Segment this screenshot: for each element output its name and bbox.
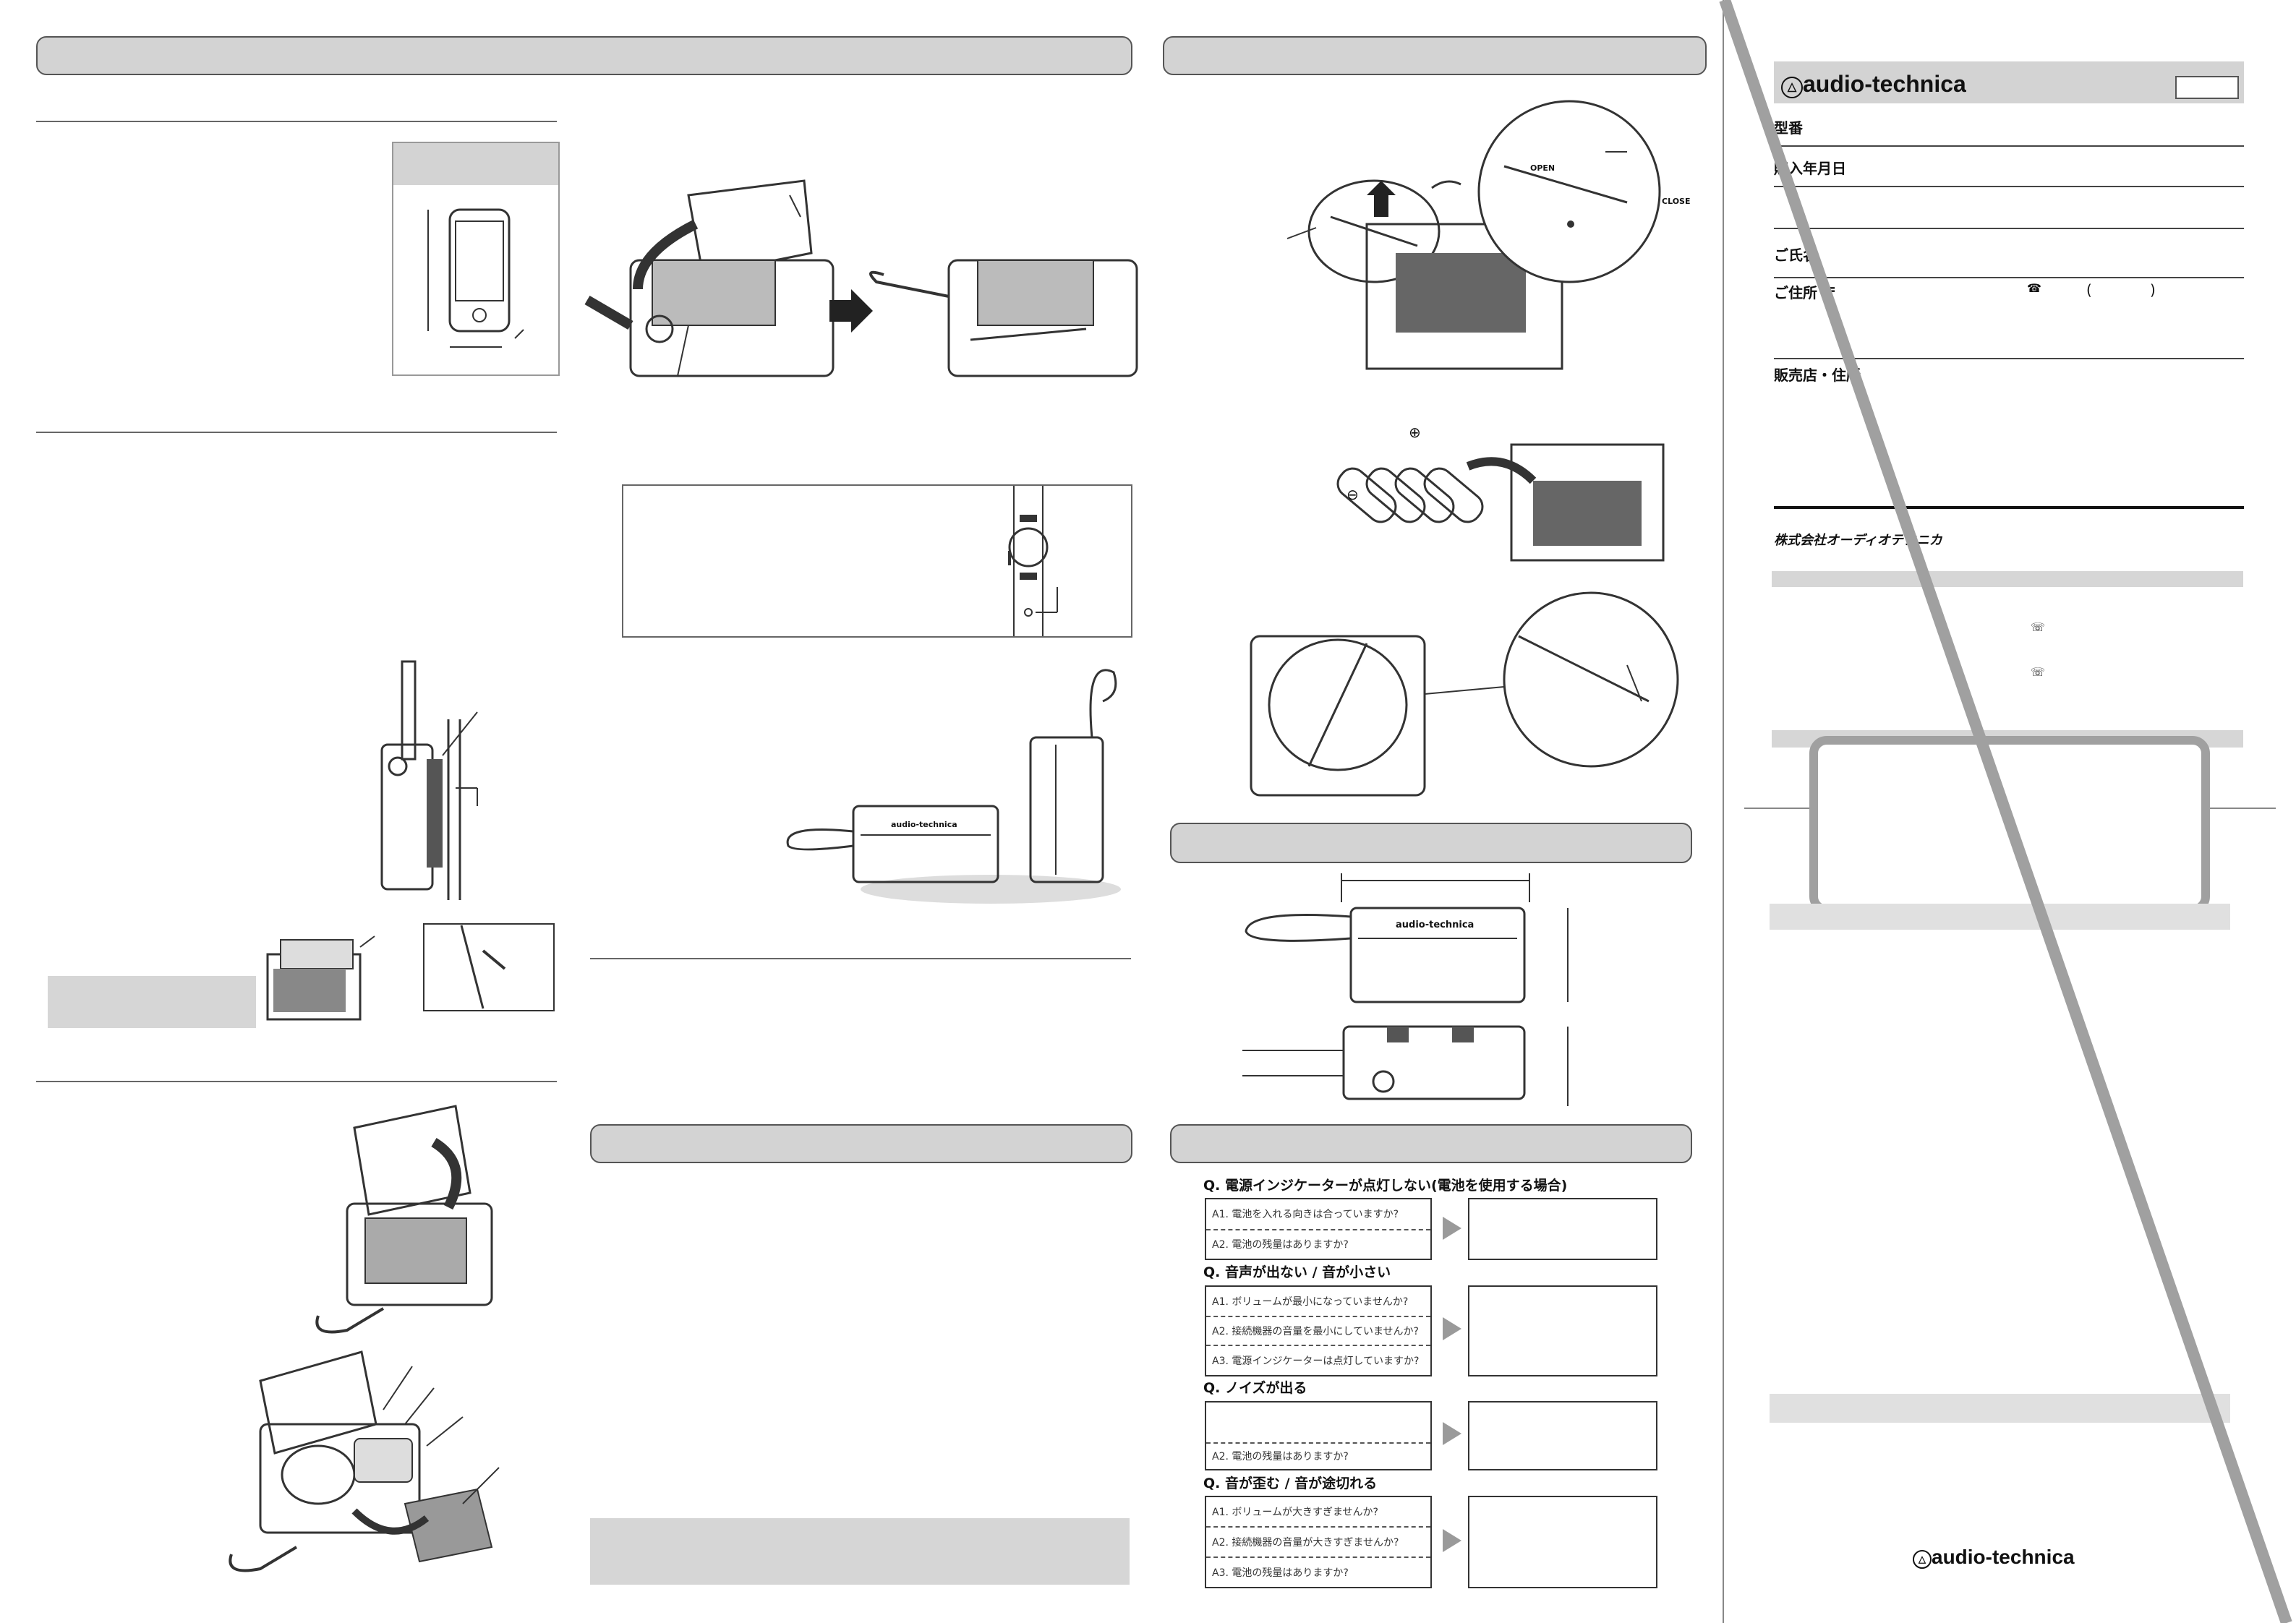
fax-icon-1: ☏ — [2031, 620, 2046, 634]
smartphone-size-diagram — [392, 142, 560, 376]
open-label: OPEN — [1530, 163, 1555, 173]
dashed-divider — [1206, 1316, 1430, 1317]
phone-paren-close: ) — [2150, 281, 2156, 299]
section-header-bar-3 — [590, 1124, 1132, 1163]
fax-icon-2: ☏ — [2031, 665, 2046, 679]
qa-question-4: Q. 音が歪む / 音が途切れる — [1203, 1476, 1378, 1491]
form-row-model: 型番 — [1774, 103, 2244, 147]
qa-answer-box-4: A1. ボリュームが大きすぎませんか? A2. 接続機器の音量が大きすぎませんか… — [1205, 1496, 1432, 1588]
phone-icon: ☎ — [2027, 281, 2041, 295]
lid-open-illustration — [315, 1105, 493, 1334]
arrow-icon — [1443, 1422, 1461, 1445]
diagram-header-shade — [393, 143, 558, 185]
arrow-icon — [1443, 1217, 1461, 1240]
rounded-notice-box — [1809, 736, 2210, 914]
audio-technica-logo: △audio-technica — [1781, 71, 1966, 98]
box-insert-illustration — [266, 923, 555, 1021]
qa-answer-box-1: A1. 電池を入れる向きは合っていますか? A2. 電池の残量はありますか? — [1205, 1198, 1432, 1260]
arrow-icon — [1443, 1317, 1461, 1340]
section-shade-1 — [1770, 904, 2230, 930]
form-row-purchase-date: 購入年月日 — [1774, 145, 2244, 187]
dashed-divider — [1206, 1556, 1430, 1558]
divider — [36, 121, 557, 122]
contact-header-shade — [1772, 571, 2243, 587]
dashed-divider — [1206, 1345, 1430, 1346]
dashed-divider — [1206, 1526, 1430, 1528]
battery-cover-open-illustration — [1286, 100, 1661, 370]
footer-logo: △audio-technica — [1913, 1546, 2075, 1569]
qa-answer: A1. ボリュームが最小になっていませんか? — [1212, 1296, 1409, 1308]
device-insert-illustration — [584, 179, 1138, 377]
divider — [36, 432, 557, 433]
logo-mark-icon: △ — [1781, 77, 1803, 98]
dealer-label: 販売店・住所 — [1774, 367, 1861, 384]
form-row-name: ご氏名 — [1774, 228, 2244, 278]
volume-indicator-box — [622, 484, 1132, 638]
section-header-bar-5 — [1170, 1124, 1692, 1163]
phone-paren-open: ( — [2086, 281, 2092, 299]
speaker-pair-illustration — [786, 669, 1121, 904]
dashed-divider — [1206, 1229, 1430, 1230]
close-label: CLOSE — [1662, 197, 1691, 206]
serial-box[interactable] — [2175, 76, 2239, 99]
purchase-date-label: 購入年月日 — [1774, 160, 1846, 177]
qa-answer: A1. ボリュームが大きすぎませんか? — [1212, 1507, 1378, 1518]
model-label: 型番 — [1774, 119, 1803, 137]
form-row-blank — [1774, 186, 2244, 229]
fold-line — [1723, 0, 1724, 1623]
section-shade-2 — [1770, 1394, 2230, 1423]
section-header-bar-1 — [36, 36, 1132, 75]
qa-answer-box-2: A1. ボリュームが最小になっていませんか? A2. 接続機器の音量を最小にして… — [1205, 1285, 1432, 1376]
qa-answer: A2. 電池の残量はありますか? — [1212, 1451, 1349, 1463]
battery-cover-closed-illustration — [1250, 591, 1679, 797]
company-name: 株式会社オーディオテクニカ — [1774, 533, 1942, 548]
polarity-minus: ⊖ — [1347, 486, 1359, 503]
qa-answer: A2. 電池の残量はありますか? — [1212, 1239, 1349, 1251]
qa-answer-box-3: A2. 電池の残量はありますか? — [1205, 1401, 1432, 1470]
qa-solution-box-4 — [1468, 1496, 1657, 1588]
qa-answer: A2. 接続機器の音量を最小にしていませんか? — [1212, 1326, 1419, 1337]
volume-knob-illustration — [1008, 486, 1058, 636]
wall-mount-illustration — [380, 660, 478, 900]
footer-logo-text: audio-technica — [1932, 1546, 2075, 1568]
qa-solution-box-3 — [1468, 1401, 1657, 1470]
name-label: ご氏名 — [1774, 247, 1817, 264]
dashed-divider — [1206, 1442, 1430, 1444]
form-row-address: ご住所 〒 ☎ ( ) — [1774, 277, 2244, 359]
qa-question-2: Q. 音声が出ない / 音が小さい — [1203, 1264, 1391, 1280]
address-label: ご住所 〒 — [1774, 284, 1837, 301]
logo-text: audio-technica — [1803, 71, 1966, 97]
qa-solution-box-1 — [1468, 1198, 1657, 1260]
note-box — [48, 976, 256, 1028]
speaker-logo-text: audio-technica — [891, 820, 957, 829]
note-box-bottom — [590, 1518, 1130, 1585]
logo-mark-icon: △ — [1913, 1550, 1932, 1569]
qa-question-3: Q. ノイズが出る — [1203, 1380, 1307, 1396]
smartphone-illustration — [427, 208, 524, 348]
arrow-icon — [1443, 1529, 1461, 1552]
form-row-dealer: 販売店・住所 — [1774, 358, 2244, 509]
polarity-plus: ⊕ — [1409, 424, 1421, 441]
qa-solution-box-2 — [1468, 1285, 1657, 1376]
section-header-bar-4 — [1170, 823, 1692, 863]
qa-answer: A2. 接続機器の音量が大きすぎませんか? — [1212, 1537, 1399, 1549]
qa-question-1: Q. 電源インジケーターが点灯しない(電池を使用する場合) — [1203, 1178, 1568, 1194]
section-header-bar-2 — [1163, 36, 1707, 75]
qa-answer: A1. 電池を入れる向きは合っていますか? — [1212, 1209, 1399, 1220]
warranty-header: △audio-technica — [1774, 61, 2244, 103]
divider — [36, 1081, 557, 1082]
qa-answer: A3. 電源インジケーターは点灯していますか? — [1212, 1356, 1420, 1367]
dimension-illustration — [1242, 873, 1569, 1106]
divider — [590, 958, 1131, 959]
card-removal-illustration — [229, 1350, 500, 1572]
dimension-logo-text: audio-technica — [1396, 920, 1475, 930]
battery-insert-illustration — [1336, 443, 1665, 562]
qa-answer: A3. 電池の残量はありますか? — [1212, 1567, 1349, 1579]
